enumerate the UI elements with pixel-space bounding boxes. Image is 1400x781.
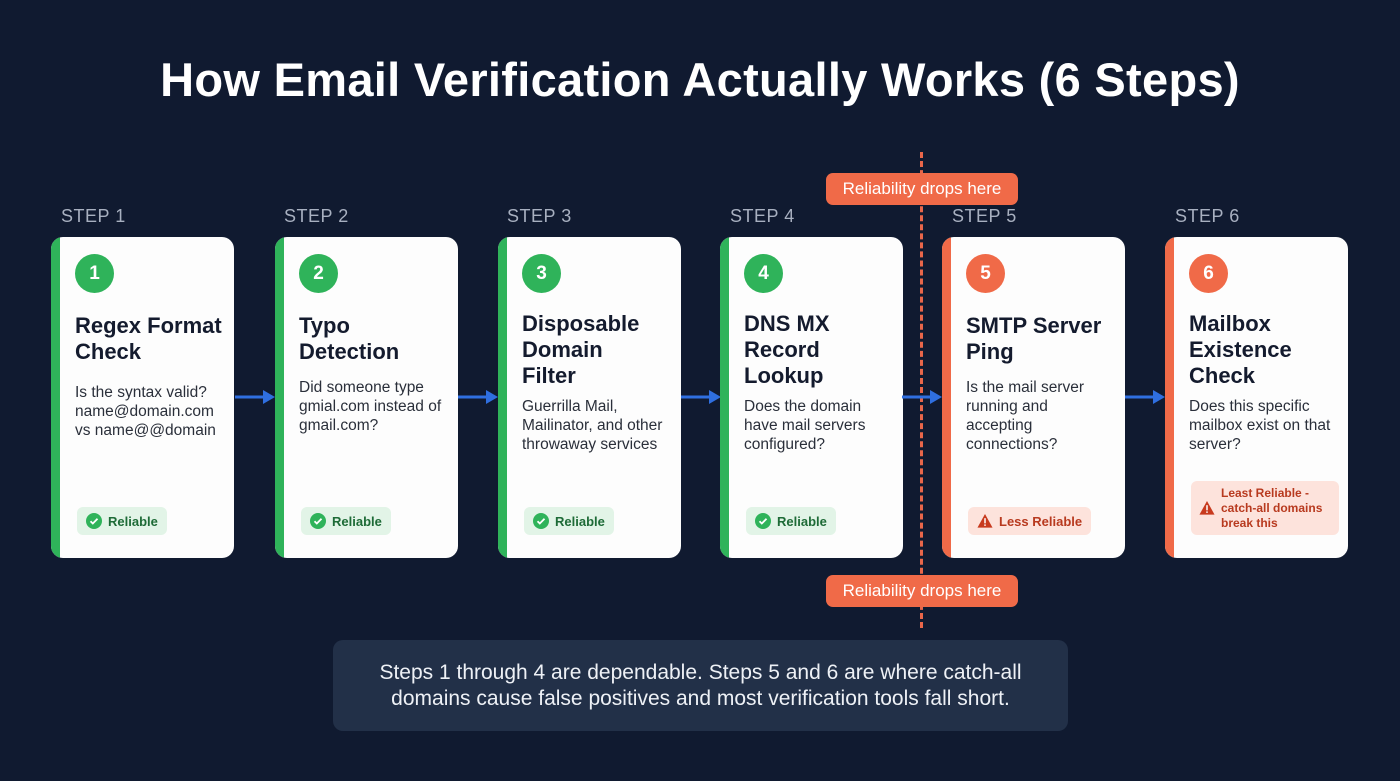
reliability-badge: Less Reliable xyxy=(968,507,1092,535)
step-description: Is the syntax valid? name@domain.com vs … xyxy=(75,384,216,439)
step-card-4: 4 DNS MX Record Lookup Does the domain h… xyxy=(720,237,903,558)
step-number-badge: 4 xyxy=(744,254,783,293)
step-card-5: 5 SMTP Server Ping Is the mail server ru… xyxy=(942,237,1125,558)
reliability-badge: Reliable xyxy=(301,507,391,535)
check-circle-icon xyxy=(310,513,326,529)
step-description: Did someone type gmial.com instead of gm… xyxy=(299,379,442,434)
arrow-right-icon xyxy=(458,390,498,404)
step-card-1: 1 Regex Format Check Is the syntax valid… xyxy=(51,237,234,558)
step-label-3: STEP 3 xyxy=(507,206,572,226)
step-number-badge: 3 xyxy=(522,254,561,293)
reliability-badge: Reliable xyxy=(77,507,167,535)
badge-label: Reliable xyxy=(108,513,158,529)
status-bar xyxy=(720,237,729,558)
arrow-right-icon xyxy=(1125,390,1165,404)
step-number-badge: 1 xyxy=(75,254,114,293)
summary-note: Steps 1 through 4 are dependable. Steps … xyxy=(333,640,1068,731)
step-number-badge: 5 xyxy=(966,254,1005,293)
step-label-5: STEP 5 xyxy=(952,206,1017,226)
step-label-6: STEP 6 xyxy=(1175,206,1240,226)
step-label-1: STEP 1 xyxy=(61,206,126,226)
badge-label: Reliable xyxy=(555,513,605,529)
check-circle-icon xyxy=(86,513,102,529)
step-card-3: 3 Disposable Domain Filter Guerrilla Mai… xyxy=(498,237,681,558)
badge-label: Least Reliable - catch-all domains break… xyxy=(1221,485,1323,530)
check-circle-icon xyxy=(533,513,549,529)
step-description: Does this specific mailbox exist on that… xyxy=(1189,398,1331,453)
step-description: Guerrilla Mail, Mailinator, and other th… xyxy=(522,398,663,453)
check-circle-icon xyxy=(755,513,771,529)
reliability-badge: Reliable xyxy=(746,507,836,535)
reliability-drop-label-bottom: Reliability drops here xyxy=(826,575,1018,607)
badge-label: Reliable xyxy=(777,513,827,529)
step-number-badge: 2 xyxy=(299,254,338,293)
step-title: Regex Format Check xyxy=(75,313,222,364)
step-description: Does the domain have mail servers config… xyxy=(744,398,866,453)
arrow-right-icon xyxy=(681,390,721,404)
reliability-badge: Reliable xyxy=(524,507,614,535)
badge-label: Less Reliable xyxy=(999,513,1083,529)
step-title: Disposable Domain Filter xyxy=(522,311,640,388)
step-label-2: STEP 2 xyxy=(284,206,349,226)
reliability-divider-line xyxy=(920,152,923,628)
step-card-6: 6 Mailbox Existence Check Does this spec… xyxy=(1165,237,1348,558)
reliability-drop-label-top: Reliability drops here xyxy=(826,173,1018,205)
warning-triangle-icon xyxy=(1199,500,1215,516)
page-title: How Email Verification Actually Works (6… xyxy=(160,53,1240,106)
step-label-4: STEP 4 xyxy=(730,206,795,226)
step-title: Typo Detection xyxy=(299,313,400,364)
warning-triangle-icon xyxy=(977,513,993,529)
status-bar xyxy=(1165,237,1174,558)
step-title: Mailbox Existence Check xyxy=(1189,311,1292,388)
step-number-badge: 6 xyxy=(1189,254,1228,293)
status-bar xyxy=(275,237,284,558)
status-bar xyxy=(942,237,951,558)
step-title: DNS MX Record Lookup xyxy=(744,311,830,388)
arrow-right-icon xyxy=(235,390,275,404)
badge-label: Reliable xyxy=(332,513,382,529)
step-title: SMTP Server Ping xyxy=(966,313,1102,364)
step-description: Is the mail server running and accepting… xyxy=(966,379,1085,453)
step-card-2: 2 Typo Detection Did someone type gmial.… xyxy=(275,237,458,558)
status-bar xyxy=(51,237,60,558)
arrow-right-icon xyxy=(902,390,942,404)
reliability-badge: Least Reliable - catch-all domains break… xyxy=(1191,481,1339,535)
status-bar xyxy=(498,237,507,558)
